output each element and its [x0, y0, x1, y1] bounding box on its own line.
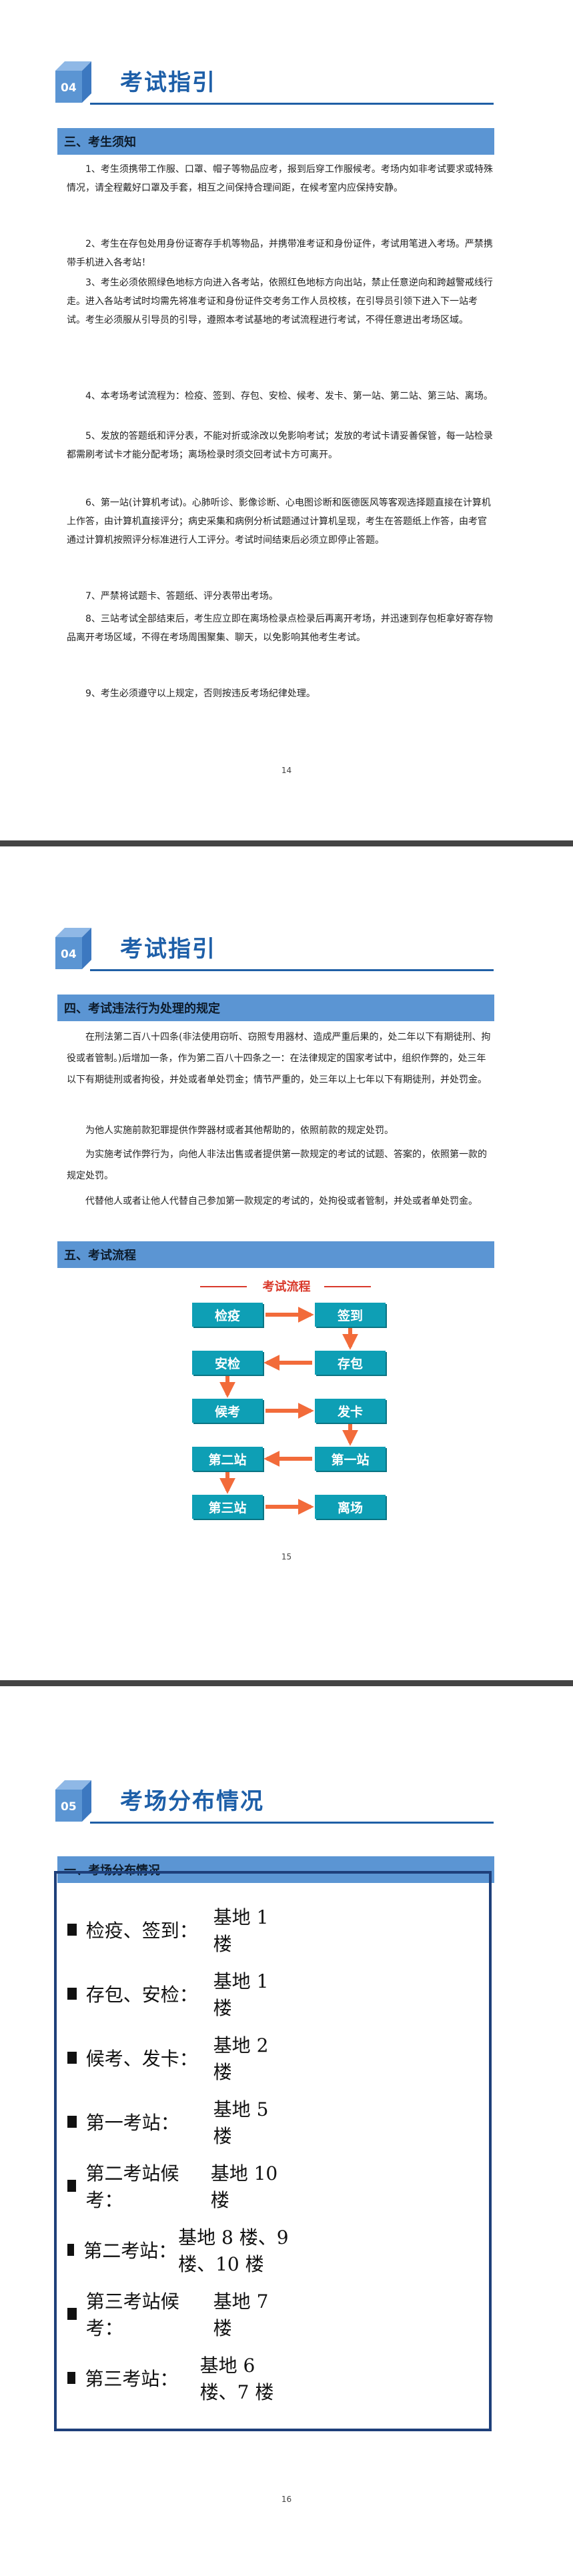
- page-header: 04 考试指引: [50, 920, 494, 973]
- flowchart-title-rule: [324, 1286, 371, 1287]
- paragraph: 7、严禁将试题卡、答题纸、评分表带出考场。: [85, 591, 278, 602]
- paragraph: 代替他人或者让他人代替自己参加第一款规定的考试的，处拘役或者管制，并处或者单处罚…: [85, 1196, 478, 1207]
- bullet-square-icon: [67, 2052, 77, 2064]
- paragraph: 9、考生必须遵守以上规定，否则按违反考场纪律处理。: [85, 688, 316, 699]
- section-bar: 一、考场分布情况: [57, 1856, 494, 1883]
- location-row: 检疫、签到： 基地 1 楼: [67, 1903, 274, 1956]
- bullet-square-icon: [67, 2180, 77, 2192]
- paragraph: 4、本考场考试流程为：检疫、签到、存包、安检、候考、发卡、第一站、第二站、第三站…: [85, 391, 493, 402]
- section-number: 04: [61, 81, 77, 95]
- location-place: 基地 1 楼: [213, 1970, 269, 2019]
- section-bar: 三、考生须知: [57, 128, 494, 155]
- section-bar: 四、考试违法行为处理的规定: [57, 995, 494, 1021]
- bullet-square-icon: [67, 2116, 77, 2128]
- paragraph: 6、第一站(计算机考试)。心肺听诊、影像诊断、心电图诊断和医德医风等客观选择题直…: [67, 498, 491, 546]
- location-place: 基地 8 楼、9 楼、10 楼: [178, 2226, 289, 2275]
- page-gap: [0, 827, 573, 840]
- location-row: 第三考站： 基地 6 楼、7 楼: [67, 2351, 293, 2405]
- location-place: 基地 2 楼: [213, 2034, 269, 2083]
- location-place: 基地 6 楼、7 楼: [199, 2355, 274, 2403]
- flow-node-anjian: 安检: [192, 1351, 263, 1375]
- location-row: 第一考站： 基地 5 楼: [67, 2095, 274, 2148]
- page-header: 05 考场分布情况: [50, 1772, 494, 1826]
- flow-arrows: [219, 1307, 358, 1515]
- flow-node-lichang: 离场: [315, 1495, 386, 1519]
- flow-node-dierzhan: 第二站: [192, 1447, 263, 1471]
- flow-node-jianyi: 检疫: [192, 1303, 263, 1327]
- paragraph: 2、考生在存包处用身份证寄存手机等物品，并携带准考证和身份证件，考试用笔进入考场…: [67, 239, 493, 268]
- location-name: 第二考站候考：: [85, 2162, 179, 2211]
- page-divider: [0, 840, 573, 846]
- bullet-square-icon: [67, 1924, 77, 1936]
- page-gap: [0, 1667, 573, 1680]
- flow-node-houkao: 候考: [192, 1399, 263, 1423]
- location-row: 第三考站候考： 基地 7 楼: [67, 2287, 274, 2341]
- page-title: 考场分布情况: [120, 1788, 264, 1815]
- section-number: 04: [61, 948, 77, 961]
- location-name: 存包、安检：: [85, 1984, 198, 2006]
- location-place: 基地 7 楼: [213, 2291, 269, 2339]
- location-list: [54, 1871, 492, 2431]
- location-name: 候考、发卡：: [85, 2048, 198, 2070]
- page-title: 考试指引: [120, 69, 216, 96]
- page-number: 16: [281, 2495, 292, 2504]
- section-bar: 五、考试流程: [57, 1241, 494, 1268]
- flow-node-qiandao: 签到: [315, 1303, 386, 1327]
- location-row: 第二考站： 基地 8 楼、9 楼、10 楼: [67, 2223, 293, 2277]
- location-place: 基地 1 楼: [213, 1906, 269, 1955]
- location-place: 基地 10 楼: [210, 2162, 278, 2211]
- header-rule: [90, 1822, 494, 1824]
- page-2: 04 考试指引 四、考试违法行为处理的规定 在刑法第二百八十四条(非法使用窃听、…: [0, 846, 573, 1667]
- page-header: 04 考试指引: [50, 53, 494, 107]
- paragraph: 为实施考试作弊行为，向他人非法出售或者提供第一款规定的考试的试题、答案的，依照第…: [67, 1149, 487, 1181]
- page-number: 15: [281, 1552, 292, 1561]
- paragraph: 5、发放的答题纸和评分表，不能对折或涂改以免影响考试；发放的考试卡请妥善保管，每…: [67, 431, 493, 460]
- bullet-square-icon: [67, 2372, 76, 2384]
- flow-node-cunbao: 存包: [315, 1351, 386, 1375]
- location-name: 第二考站：: [83, 2240, 177, 2262]
- paragraph: 3、考生必须依照绿色地标方向进入各考站，依照红色地标方向出站，禁止任意逆向和跨越…: [67, 277, 493, 326]
- location-row: 第二考站候考： 基地 10 楼: [67, 2159, 279, 2212]
- location-place: 基地 5 楼: [213, 2098, 269, 2147]
- bullet-square-icon: [67, 2244, 75, 2256]
- header-rule: [90, 969, 494, 971]
- location-name: 第一考站：: [85, 2112, 179, 2134]
- page-1: 04 考试指引 三、考生须知 1、考生须携带工作服、口罩、帽子等物品应考，报到后…: [0, 0, 573, 827]
- page-number: 14: [281, 766, 292, 775]
- page-divider: [0, 1680, 573, 1686]
- location-name: 检疫、签到：: [85, 1920, 198, 1942]
- flowchart-title: 考试流程: [262, 1280, 311, 1294]
- location-name: 第三考站：: [85, 2368, 179, 2390]
- header-rule: [90, 103, 494, 105]
- flow-node-disanzhan: 第三站: [192, 1495, 263, 1519]
- paragraph: 在刑法第二百八十四条(非法使用窃听、窃照专用器材、造成严重后果的，处二年以下有期…: [67, 1032, 491, 1085]
- paragraph: 为他人实施前款犯罪提供作弊器材或者其他帮助的，依照前款的规定处罚。: [85, 1125, 394, 1136]
- page-3: [0, 1686, 573, 2576]
- flowchart-title-rule: [200, 1286, 247, 1287]
- flow-node-diyizhan: 第一站: [315, 1447, 386, 1471]
- location-row: 候考、发卡： 基地 2 楼: [67, 2031, 274, 2084]
- location-row: 存包、安检： 基地 1 楼: [67, 1967, 274, 2020]
- location-name: 第三考站候考：: [85, 2291, 179, 2339]
- paragraph: 8、三站考试全部结束后，考生应立即在离场检录点检录后再离开考场，并迅速到存包柜拿…: [67, 614, 493, 643]
- flow-node-faka: 发卡: [315, 1399, 386, 1423]
- bullet-square-icon: [67, 2308, 77, 2320]
- page-title: 考试指引: [120, 936, 216, 962]
- bullet-square-icon: [67, 1988, 77, 2000]
- paragraph: 1、考生须携带工作服、口罩、帽子等物品应考，报到后穿工作服候考。考场内如非考试要…: [67, 164, 493, 193]
- section-number: 05: [61, 1800, 77, 1814]
